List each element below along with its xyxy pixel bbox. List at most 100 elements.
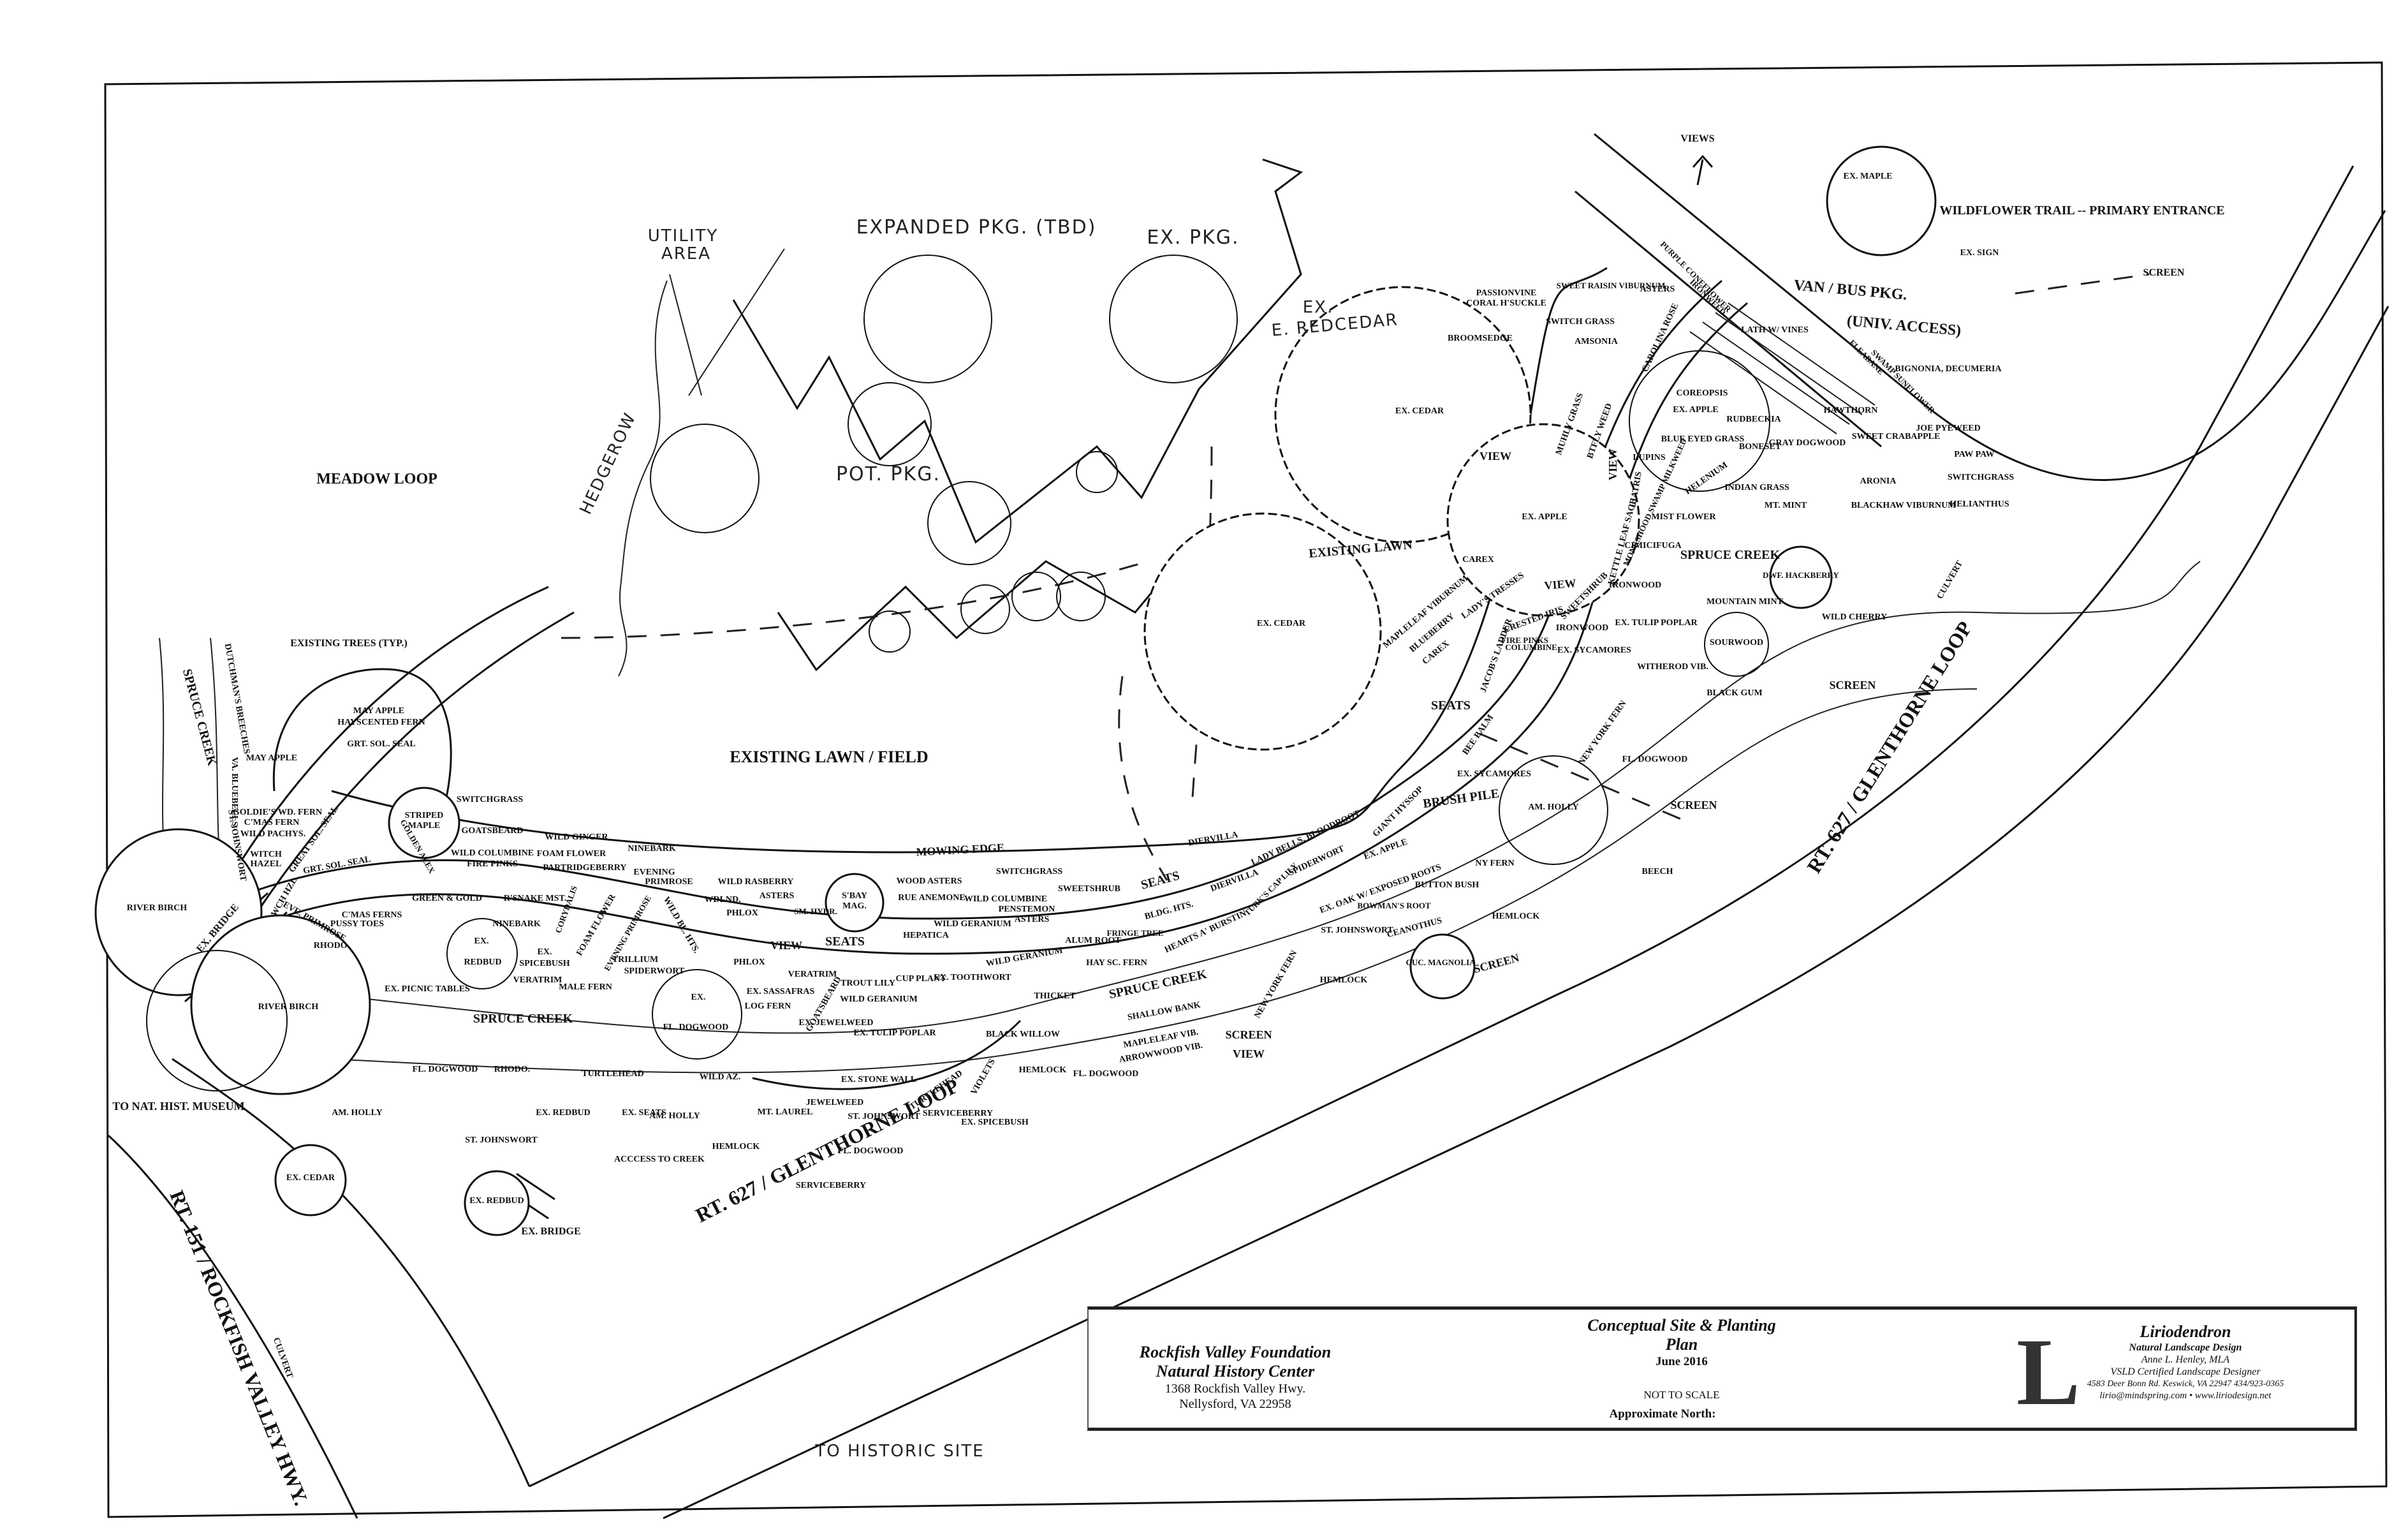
plan-label: C'MAS FERN [244, 818, 300, 827]
tree-striped-maple [388, 787, 460, 859]
plan-label: FL. DOGWOOD [413, 1065, 478, 1074]
plan-label: BLACKHAW VIBURNUM [1851, 501, 1956, 510]
plan-label: EX. SEATS [622, 1108, 666, 1118]
plan-label: PURPLE CONEFLOWER [1659, 239, 1734, 314]
plan-label: MOUNTAIN MINT [1707, 597, 1784, 607]
plan-label: EX. CEDAR [286, 1173, 335, 1183]
plan-label: EX. REDBUD [469, 1196, 524, 1206]
plan-label: EX. APPLE [1522, 512, 1567, 522]
plan-date: June 2016 [1656, 1355, 1708, 1368]
plan-label: ST. JOHNSWORT [1321, 926, 1393, 935]
title-block: Rockfish Valley Foundation Natural Histo… [1087, 1306, 2357, 1431]
plan-label: SEATS [1431, 699, 1471, 713]
plan-label: WILD COLUMBINE [964, 894, 1047, 904]
designer-certification: VSLD Certified Landscape Designer [2110, 1366, 2261, 1377]
plan-label: EX. SYCAMORES [1557, 646, 1631, 655]
plan-label: EX. BRIDGE [521, 1226, 580, 1237]
liriodendron-logo: L [2016, 1319, 2081, 1425]
handwritten-note: HEDGEROW [576, 410, 640, 517]
plan-label: SWEET CRABAPPLE [1852, 432, 1941, 441]
plan-label: RHODO. [494, 1065, 530, 1074]
plan-label: SEATS [1140, 869, 1181, 892]
dashed-path [1479, 732, 1691, 824]
sheet-border [104, 61, 2388, 1518]
plan-label: EX. SYCAMORES [1457, 769, 1531, 779]
plan-label: PHLOX [733, 958, 765, 967]
plan-label: WILD GERANIUM [985, 946, 1063, 969]
firm-name: Liriodendron [2140, 1322, 2231, 1341]
plan-label: GOLDIE'S WD. FERN [233, 808, 322, 817]
plan-label: EX. [474, 936, 489, 946]
meadow-loop-path [247, 611, 575, 926]
plan-label: AMSONIA [1575, 337, 1619, 346]
plan-label: RIVER BIRCH [258, 1002, 319, 1012]
plan-label: RUDBECKIA [1726, 415, 1781, 424]
plan-label: PASSIONVINE [1476, 288, 1537, 298]
plan-label: EX. [538, 947, 552, 957]
parking-tree [1076, 451, 1118, 493]
plan-label: DUTCHMAN'S BREECHES [223, 643, 251, 755]
plan-label: SCREEN [1829, 679, 1876, 692]
plan-label: SERVICEBERRY [796, 1181, 866, 1190]
ex-stone-wall [752, 1019, 1022, 1090]
plan-label: EX. CEDAR [1257, 619, 1306, 628]
plan-label: HELIANTHUS [1949, 499, 2009, 509]
plan-label: ST. JOHNSWORT [465, 1135, 538, 1145]
plan-label: FL. DOGWOOD [838, 1146, 904, 1156]
plan-label: HAYSCENTED FERN [337, 718, 425, 727]
plan-label: VIEW [1233, 1047, 1265, 1060]
utility-area-fence [669, 248, 785, 396]
firm-tagline: Natural Landscape Design [2129, 1342, 2242, 1353]
plan-label: FIRE PINKS [1501, 635, 1548, 645]
plan-label: ASTERS [1015, 915, 1050, 924]
plan-label: BLACK GUM [1707, 688, 1763, 698]
plan-label: VERATRIM [513, 975, 562, 985]
plan-label: PUSSY TOES [330, 919, 384, 929]
handwritten-note: POT. PKG. [836, 463, 941, 485]
plan-label: CUC. MAGNOLIA [1406, 958, 1476, 967]
plan-label: EX. SASSAFRAS [747, 987, 815, 996]
plan-label: FRINGE TREE [1107, 928, 1164, 938]
plan-label: CULVERT [1935, 559, 1965, 601]
parking-tree [863, 255, 992, 383]
handwritten-note: UTILITY [648, 226, 719, 246]
plan-label: NEW YORK FERN [1577, 699, 1629, 767]
parking-tree [1011, 572, 1061, 621]
parking-tree [869, 610, 911, 653]
parking-tree [1056, 572, 1106, 621]
plan-label: RHODO. [314, 941, 349, 950]
plan-label: GRAY DOGWOOD [1769, 438, 1846, 448]
plan-title: Conceptual Site & Planting Plan [1587, 1316, 1776, 1354]
lawn-mowing-edge [331, 267, 1608, 854]
plan-label: EX. TULIP POPLAR [853, 1028, 936, 1038]
plan-label: ASTERS [760, 891, 795, 901]
plan-label: GOATSBEARD [462, 826, 524, 836]
tree-dwf-hackberry [1769, 545, 1833, 609]
plan-label: HEPATICA [903, 931, 950, 940]
plan-label: CULVERT [271, 1336, 295, 1380]
plan-label: TO NAT. HIST. MUSEUM [112, 1100, 244, 1113]
designer-name: Anne L. Henley, MLA [2141, 1354, 2230, 1365]
plan-label: EX. APPLE [1673, 405, 1719, 415]
plan-label: SPIDERWORT [624, 966, 685, 976]
plan-label: IRONWOOD [1609, 581, 1661, 590]
plan-label: AM. HOLLY [649, 1111, 700, 1121]
plan-label: WILD CHERRY [1822, 612, 1888, 622]
dashed-path [1191, 446, 1213, 798]
plan-label: SPRUCE CREEK [180, 667, 219, 767]
plan-label: HEMLOCK [1320, 975, 1368, 985]
plan-label: SWITCHGRASS [457, 795, 523, 804]
plan-label: VIEW [1606, 448, 1619, 480]
plan-label: CAREX [1462, 555, 1494, 565]
tree-ex-fl-dogwood [652, 969, 742, 1060]
plan-label: SWEETSHRUB [1058, 884, 1120, 894]
client-info: Rockfish Valley Foundation Natural Histo… [1127, 1343, 1344, 1412]
plan-label: EX. SPICEBUSH [961, 1118, 1029, 1127]
dashed-path [561, 560, 1149, 639]
plan-info: Conceptual Site & Planting Plan June 201… [1573, 1316, 1790, 1422]
plan-label: FIRE PINKS [467, 859, 518, 869]
scale-note: NOT TO SCALE [1643, 1389, 1720, 1401]
handwritten-note: EX. [1303, 298, 1334, 317]
spruce-creek-bank [331, 561, 2201, 1034]
plan-label: BUTTON BUSH [1415, 880, 1479, 890]
